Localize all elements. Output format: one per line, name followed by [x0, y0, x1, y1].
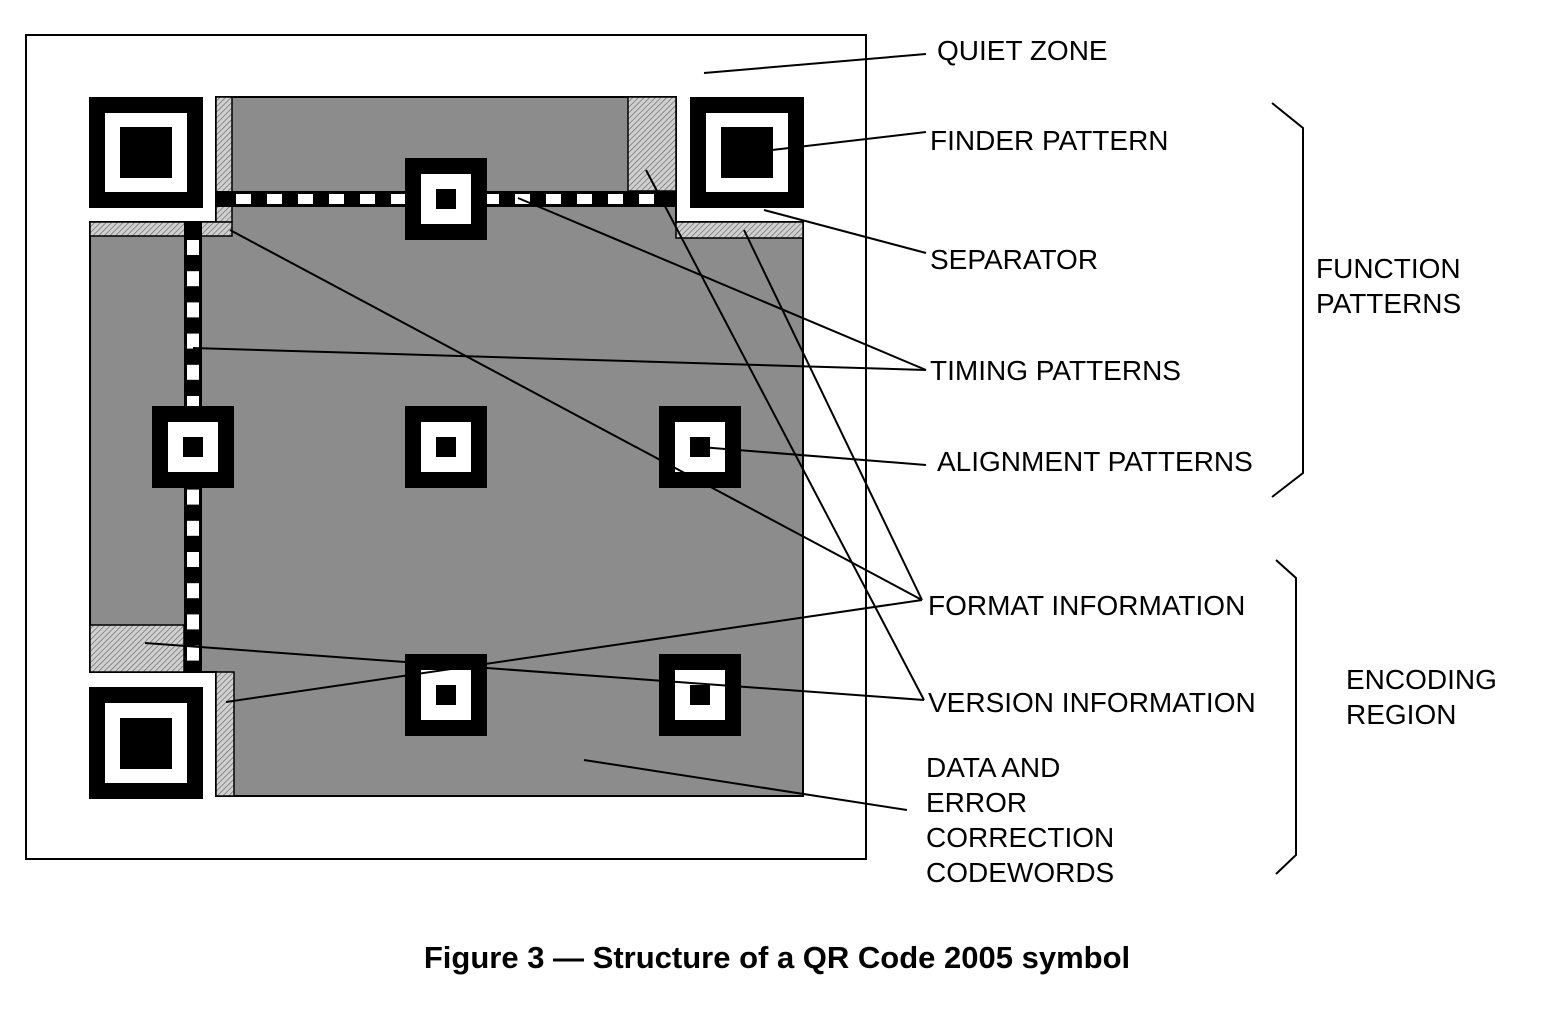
- finder-pattern-top-left: [89, 97, 203, 208]
- label-quiet-zone: QUIET ZONE: [937, 35, 1108, 66]
- leader-format-1: [229, 229, 923, 601]
- timing-module: [236, 194, 251, 204]
- label-data-line-2: ERROR: [926, 787, 1028, 818]
- alignment-pattern: [405, 406, 487, 488]
- timing-module: [187, 302, 199, 318]
- alignment-pattern: [405, 654, 487, 736]
- timing-module: [187, 333, 199, 349]
- timing-module: [329, 194, 344, 204]
- leader-version-1: [645, 169, 925, 701]
- leader-data: [583, 759, 908, 811]
- label-data-line-1: DATA AND: [926, 752, 1061, 783]
- label-finder-pattern: FINDER PATTERN: [930, 125, 1169, 156]
- leader-finder-pattern: [771, 131, 927, 151]
- timing-module: [546, 194, 561, 204]
- timing-module: [360, 194, 375, 204]
- timing-module: [187, 645, 199, 661]
- timing-module: [639, 194, 654, 204]
- timing-module: [187, 520, 199, 536]
- leader-version-2: [144, 642, 925, 701]
- label-encoding-line-1: ENCODING: [1346, 664, 1497, 695]
- alignment-pattern: [659, 406, 741, 488]
- label-data-line-4: CODEWORDS: [926, 857, 1115, 888]
- timing-module: [484, 194, 499, 204]
- timing-module: [187, 552, 199, 567]
- label-timing-patterns: TIMING PATTERNS: [930, 355, 1181, 386]
- label-separator: SEPARATOR: [930, 244, 1099, 275]
- finder-pattern-bottom-left: [89, 687, 203, 799]
- timing-module: [187, 271, 199, 287]
- leader-alignment: [699, 446, 927, 466]
- alignment-patterns: [152, 158, 741, 736]
- version-info-area-top: [627, 96, 677, 192]
- timing-module: [187, 583, 199, 599]
- format-info-area-top-h: [89, 221, 233, 237]
- timing-module: [187, 489, 199, 505]
- label-function-line-1: FUNCTION: [1316, 253, 1461, 284]
- figure-caption: Figure 3 — Structure of a QR Code 2005 s…: [423, 940, 1131, 975]
- leader-format-3: [225, 599, 923, 703]
- timing-module: [391, 194, 406, 204]
- alignment-pattern: [152, 406, 234, 488]
- label-encoding-region: ENCODING REGION: [1346, 662, 1497, 732]
- timing-module: [187, 240, 199, 255]
- label-encoding-line-2: REGION: [1346, 699, 1457, 730]
- leader-format-2: [743, 229, 923, 601]
- version-info-area-left: [89, 624, 185, 673]
- timing-module: [577, 194, 592, 204]
- label-version-information: VERSION INFORMATION: [928, 687, 1256, 718]
- timing-module: [187, 614, 199, 630]
- separators: [89, 96, 804, 797]
- leader-timing-h: [517, 197, 927, 371]
- function-patterns-brace: [1271, 102, 1304, 498]
- label-function-line-2: PATTERNS: [1316, 288, 1462, 319]
- alignment-pattern: [659, 654, 741, 736]
- label-data-line-3: CORRECTION: [926, 822, 1115, 853]
- alignment-pattern: [405, 158, 487, 240]
- leader-quiet-zone: [703, 53, 927, 74]
- format-info-area-bottom: [215, 671, 235, 797]
- timing-module: [187, 364, 199, 380]
- leader-lines: [144, 53, 927, 811]
- label-alignment-patterns: ALIGNMENT PATTERNS: [937, 446, 1253, 477]
- finder-pattern-top-right: [690, 97, 804, 208]
- encoding-region-brace: [1275, 559, 1297, 875]
- format-info-area-right: [675, 221, 804, 239]
- leader-timing-v: [192, 347, 927, 371]
- label-data-and-error-correction: DATA AND ERROR CORRECTION CODEWORDS: [926, 750, 1114, 890]
- label-format-information: FORMAT INFORMATION: [928, 590, 1246, 621]
- timing-module: [298, 194, 313, 204]
- timing-module: [267, 194, 282, 204]
- leader-separator: [763, 209, 927, 254]
- timing-module: [608, 194, 623, 204]
- label-function-patterns: FUNCTION PATTERNS: [1316, 251, 1461, 321]
